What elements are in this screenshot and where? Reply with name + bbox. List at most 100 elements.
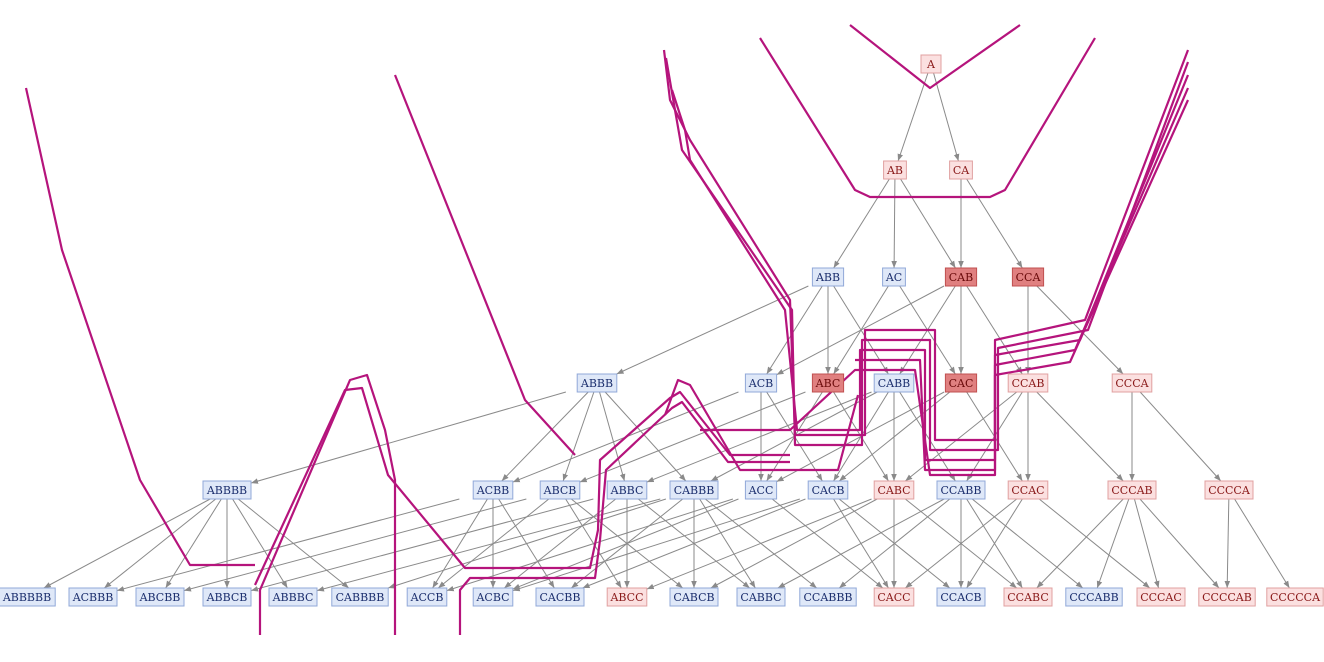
node-box-ABBBBB bbox=[0, 587, 56, 607]
edge-CCABB-to-CABBC bbox=[777, 498, 945, 589]
node-CCCCA: CCCCA bbox=[1204, 480, 1254, 500]
edge-CCA-to-CCCA bbox=[1036, 285, 1124, 375]
edge-CA-to-CCA bbox=[966, 178, 1023, 269]
node-label-CACC: CACC bbox=[877, 591, 910, 604]
node-ABC: ABC bbox=[811, 373, 845, 393]
causal-curve-4 bbox=[393, 74, 576, 456]
node-box-ABCBB bbox=[135, 587, 185, 607]
node-label-ABC: ABC bbox=[815, 377, 841, 390]
node-ACC: ACC bbox=[744, 480, 778, 500]
edge-ABBB-to-ABBC bbox=[599, 391, 626, 482]
node-label-ACC: ACC bbox=[748, 484, 774, 497]
causal-curve-6 bbox=[254, 386, 790, 586]
node-CCCABB: CCCABB bbox=[1065, 587, 1123, 607]
node-label-CABC: CABC bbox=[877, 484, 910, 497]
node-box-ACBBB bbox=[68, 587, 118, 607]
node-label-CABBB: CABBB bbox=[674, 484, 715, 497]
node-label-CCCA: CCCA bbox=[1115, 377, 1149, 390]
edge-CACB-to-ACBC bbox=[512, 498, 800, 592]
causal-curve-8 bbox=[662, 49, 1190, 442]
edge-CAB-to-ACB bbox=[776, 285, 945, 376]
node-CCAC: CCAC bbox=[1007, 480, 1049, 500]
causal-curve-9 bbox=[664, 57, 1190, 452]
edge-CABC-to-CABCB bbox=[710, 498, 878, 589]
edge-CCCAB-to-CCABC bbox=[1036, 498, 1124, 589]
node-ACBC: ACBC bbox=[472, 587, 514, 607]
node-box-CAB bbox=[944, 267, 978, 287]
edge-CCAC-to-CCACB bbox=[966, 498, 1023, 589]
node-box-ACBC bbox=[472, 587, 514, 607]
edge-ABCB-to-ABCBB bbox=[183, 498, 527, 592]
node-box-ABC bbox=[811, 373, 845, 393]
node-CABC: CABC bbox=[873, 480, 915, 500]
node-box-CCACB bbox=[936, 587, 986, 607]
edge-CAC-to-CACB bbox=[838, 391, 951, 482]
node-box-CCABBB bbox=[799, 587, 857, 607]
node-label-ACB: ACB bbox=[748, 377, 773, 390]
causal-curve-12 bbox=[700, 99, 1190, 477]
node-CABCB: CABCB bbox=[669, 587, 719, 607]
node-label-CACBB: CACBB bbox=[540, 591, 581, 604]
node-label-ABCB: ABCB bbox=[543, 484, 577, 497]
node-label-CCCAB: CCCAB bbox=[1111, 484, 1152, 497]
node-box-CACB bbox=[807, 480, 849, 500]
edge-CCCAB-to-CCCAC bbox=[1133, 498, 1160, 589]
node-label-ABBBB: ABBBB bbox=[206, 484, 247, 497]
node-CCABC: CCABC bbox=[1003, 587, 1053, 607]
node-ACBB: ACBB bbox=[472, 480, 514, 500]
edge-CCCAB-to-CCCCAB bbox=[1139, 498, 1220, 589]
node-CCABB: CCABB bbox=[936, 480, 986, 500]
edge-ABBC-to-ABBCB bbox=[250, 498, 594, 592]
edge-ABBB-to-ABBBB bbox=[250, 391, 567, 484]
node-label-A: A bbox=[926, 58, 936, 71]
node-label-ABCBB: ABCBB bbox=[139, 591, 181, 604]
node-CAB: CAB bbox=[944, 267, 978, 287]
edge-ABBB-to-CABBB bbox=[604, 391, 687, 482]
node-box-ABBCB bbox=[202, 587, 252, 607]
node-label-ACBB: ACBB bbox=[476, 484, 510, 497]
node-label-CAC: CAC bbox=[949, 377, 974, 390]
edge-ABBB-to-ABCB bbox=[562, 391, 595, 482]
node-CABBBB: CABBBB bbox=[331, 587, 389, 607]
node-ABCBB: ABCBB bbox=[135, 587, 185, 607]
node-box-ACB bbox=[744, 373, 778, 393]
node-box-A bbox=[920, 54, 942, 74]
edge-CAB-to-CCAB bbox=[966, 285, 1023, 375]
node-ACBBB: ACBBB bbox=[68, 587, 118, 607]
node-ABBC: ABBC bbox=[606, 480, 648, 500]
edge-ABBBB-to-ABCBB bbox=[165, 498, 222, 589]
node-label-CCACB: CCACB bbox=[940, 591, 981, 604]
node-label-CACB: CACB bbox=[812, 484, 845, 497]
edge-ABBBB-to-ACBBB bbox=[103, 498, 217, 589]
node-CCCAB: CCCAB bbox=[1107, 480, 1157, 500]
node-box-ABBBB bbox=[202, 480, 252, 500]
node-ABBBBB: ABBBBB bbox=[0, 587, 56, 607]
node-box-CCAC bbox=[1007, 480, 1049, 500]
node-label-CCABB: CCABB bbox=[941, 484, 982, 497]
node-label-CCABC: CCABC bbox=[1007, 591, 1048, 604]
node-box-CABBC bbox=[736, 587, 786, 607]
node-label-CCCCA: CCCCA bbox=[1208, 484, 1251, 497]
node-label-ABBB: ABBB bbox=[580, 377, 613, 390]
node-CACBB: CACBB bbox=[535, 587, 585, 607]
node-CACB: CACB bbox=[807, 480, 849, 500]
node-ABB: ABB bbox=[811, 267, 845, 287]
node-CACC: CACC bbox=[873, 587, 915, 607]
node-AC: AC bbox=[882, 267, 906, 287]
node-ABCB: ABCB bbox=[539, 480, 581, 500]
edge-CCAC-to-CACC bbox=[904, 498, 1018, 589]
causal-curve-1 bbox=[849, 24, 1021, 90]
node-label-CCAC: CCAC bbox=[1011, 484, 1044, 497]
causal-curve-10 bbox=[670, 74, 1190, 462]
edge-A-to-CA bbox=[933, 72, 960, 162]
edge-CACB-to-CACBB bbox=[582, 498, 806, 589]
edge-ABC-to-ABCB bbox=[579, 391, 806, 483]
edge-ABBB-to-ACBB bbox=[501, 391, 589, 482]
node-box-CCCAC bbox=[1136, 587, 1186, 607]
node-ABBB: ABBB bbox=[576, 373, 618, 393]
node-box-ACCB bbox=[406, 587, 448, 607]
node-box-CCABB bbox=[936, 480, 986, 500]
causal-curves-layer bbox=[24, 24, 1190, 635]
node-CABBB: CABBB bbox=[669, 480, 719, 500]
node-ABBBB: ABBBB bbox=[202, 480, 252, 500]
